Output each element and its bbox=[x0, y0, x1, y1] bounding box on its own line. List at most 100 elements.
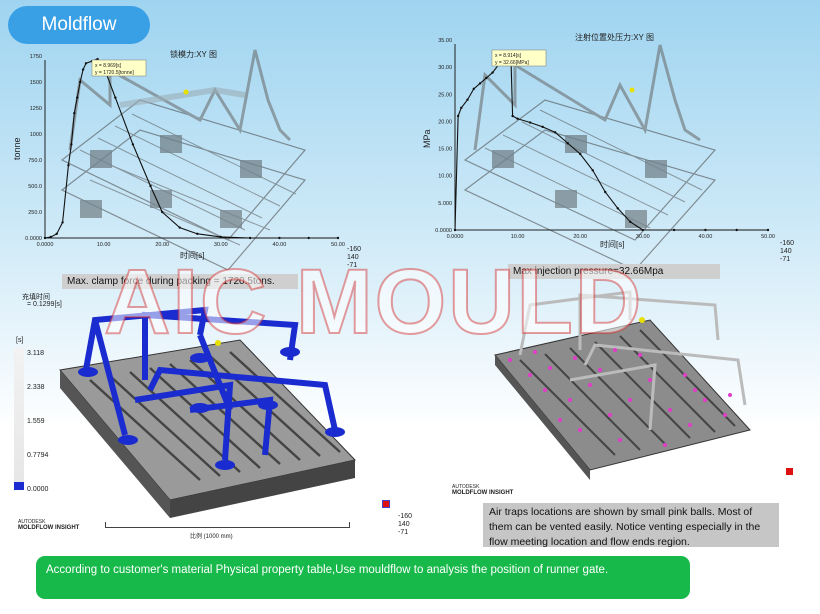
air-trap-ball bbox=[618, 438, 622, 442]
curve-point bbox=[629, 220, 632, 224]
injection-point bbox=[639, 317, 645, 323]
orientation-readout: -160 140 -71 bbox=[347, 246, 361, 270]
orientation-3: -71 bbox=[398, 529, 409, 536]
curve-point bbox=[541, 125, 544, 129]
brand-moldflow: MOLDFLOW INSIGHT bbox=[18, 525, 80, 531]
air-trap-ball bbox=[683, 373, 687, 377]
y-tick-label: 0.0000 bbox=[435, 228, 452, 234]
fill-time-title: 充填时间 bbox=[22, 294, 50, 301]
air-trap-ball bbox=[608, 413, 612, 417]
air-trap-ball bbox=[723, 413, 727, 417]
curve-point bbox=[485, 76, 488, 80]
x-tick-label: 0.0000 bbox=[37, 242, 54, 248]
gate-marker bbox=[183, 89, 189, 95]
air-trap-ball bbox=[693, 388, 697, 392]
air-trap-model bbox=[494, 290, 751, 480]
y-tick-label: 500.0 bbox=[28, 184, 42, 190]
curve-point bbox=[516, 117, 519, 120]
curve-point bbox=[81, 68, 85, 71]
x-tick-label: 10.00 bbox=[511, 234, 525, 240]
air-trap-ball bbox=[568, 398, 572, 402]
y-tick-label: 15.00 bbox=[438, 147, 452, 153]
air-trap-ball bbox=[668, 408, 672, 412]
orientation-1: -160 bbox=[347, 246, 362, 253]
air-trap-ball bbox=[543, 388, 547, 392]
air-trap-ball bbox=[533, 350, 537, 354]
y-tick-label: 35.00 bbox=[438, 38, 452, 44]
curve-point bbox=[67, 164, 70, 167]
title-badge: Moldflow bbox=[8, 6, 150, 44]
clamp-force-caption: Max. clamp force during packing = 1720.5… bbox=[62, 274, 298, 289]
legend-value: 3.118 bbox=[27, 350, 44, 357]
air-trap-ball bbox=[688, 423, 692, 427]
axis-triad-icon bbox=[382, 500, 390, 508]
orientation-3: -71 bbox=[347, 262, 358, 269]
curve-point bbox=[472, 87, 475, 91]
curve-point bbox=[55, 232, 58, 236]
y-tick-label: 250.0 bbox=[28, 210, 42, 216]
curve-point bbox=[456, 114, 460, 118]
fill-time-value: = 0.1299[s] bbox=[27, 301, 62, 308]
air-trap-ball bbox=[613, 348, 617, 352]
legend-value: 0.0000 bbox=[27, 486, 49, 493]
x-tick-label: 50.00 bbox=[331, 242, 345, 248]
y-tick-label: 20.00 bbox=[438, 119, 452, 125]
curve-point bbox=[466, 98, 469, 101]
curve-point bbox=[49, 235, 53, 239]
curve-point bbox=[766, 228, 770, 232]
air-trap-ball bbox=[558, 418, 562, 422]
curve-point bbox=[96, 57, 99, 61]
pressure-caption: Max injection pressure=32.66Mpa bbox=[508, 264, 720, 279]
curve-point bbox=[196, 232, 199, 236]
curve-point bbox=[616, 207, 619, 210]
air-trap-ball bbox=[628, 398, 632, 402]
air-trap-ball bbox=[508, 358, 512, 362]
curve-point bbox=[61, 221, 64, 224]
air-trap-note: Air traps locations are shown by small p… bbox=[483, 503, 779, 548]
x-tick-label: 50.00 bbox=[761, 234, 775, 240]
legend-value: 1.559 bbox=[27, 418, 45, 425]
x-axis-label: 时间[s] bbox=[180, 250, 204, 260]
air-traps bbox=[508, 348, 732, 447]
legend-min-swatch bbox=[14, 482, 24, 490]
brand-autodesk: AUTODESK bbox=[18, 519, 46, 525]
y-tick-label: 750.0 bbox=[28, 158, 42, 164]
orientation-readout: -160 140 -71 bbox=[398, 513, 412, 537]
curve-point bbox=[131, 143, 135, 146]
curve-point bbox=[672, 228, 676, 232]
air-trap-ball bbox=[638, 353, 642, 357]
curve-point bbox=[460, 106, 463, 110]
legend-value: 0.7794 bbox=[27, 452, 49, 459]
y-tick-label: 5.000 bbox=[438, 201, 452, 207]
air-trap-ball bbox=[648, 378, 652, 382]
watermark: AIC MOULD bbox=[103, 250, 644, 354]
x-tick-label: 40.00 bbox=[699, 234, 713, 240]
curve-point bbox=[248, 236, 252, 240]
curve-point bbox=[511, 114, 514, 118]
y-tick-label: 30.00 bbox=[438, 65, 452, 71]
gate-marker bbox=[629, 87, 635, 93]
pallet-wireframe-right bbox=[463, 44, 717, 270]
injection-pressure-plot: 0.00005.00010.0015.0020.0025.0030.0035.0… bbox=[422, 32, 775, 270]
axis-triad-icon bbox=[786, 468, 793, 475]
y-tick-label: 10.00 bbox=[438, 174, 452, 180]
orientation-3: -71 bbox=[780, 256, 791, 263]
curve-point bbox=[478, 82, 482, 85]
legend-bar bbox=[14, 348, 24, 490]
curve-point bbox=[641, 228, 644, 232]
orientation-readout: -160 140 -71 bbox=[780, 240, 794, 264]
injection-point bbox=[215, 340, 221, 346]
y-axis-label: tonne bbox=[12, 137, 22, 160]
curve-point bbox=[70, 143, 73, 146]
pallet-side bbox=[495, 355, 590, 480]
x-tick-label: 10.00 bbox=[97, 242, 111, 248]
air-trap-ball bbox=[528, 373, 532, 377]
curve-point bbox=[566, 141, 569, 145]
brand-autodesk: AUTODESK bbox=[452, 484, 480, 490]
pallet-front bbox=[170, 460, 355, 518]
curve-point bbox=[219, 235, 222, 239]
curve-point bbox=[553, 131, 557, 134]
unit-label: [s] bbox=[16, 337, 24, 344]
